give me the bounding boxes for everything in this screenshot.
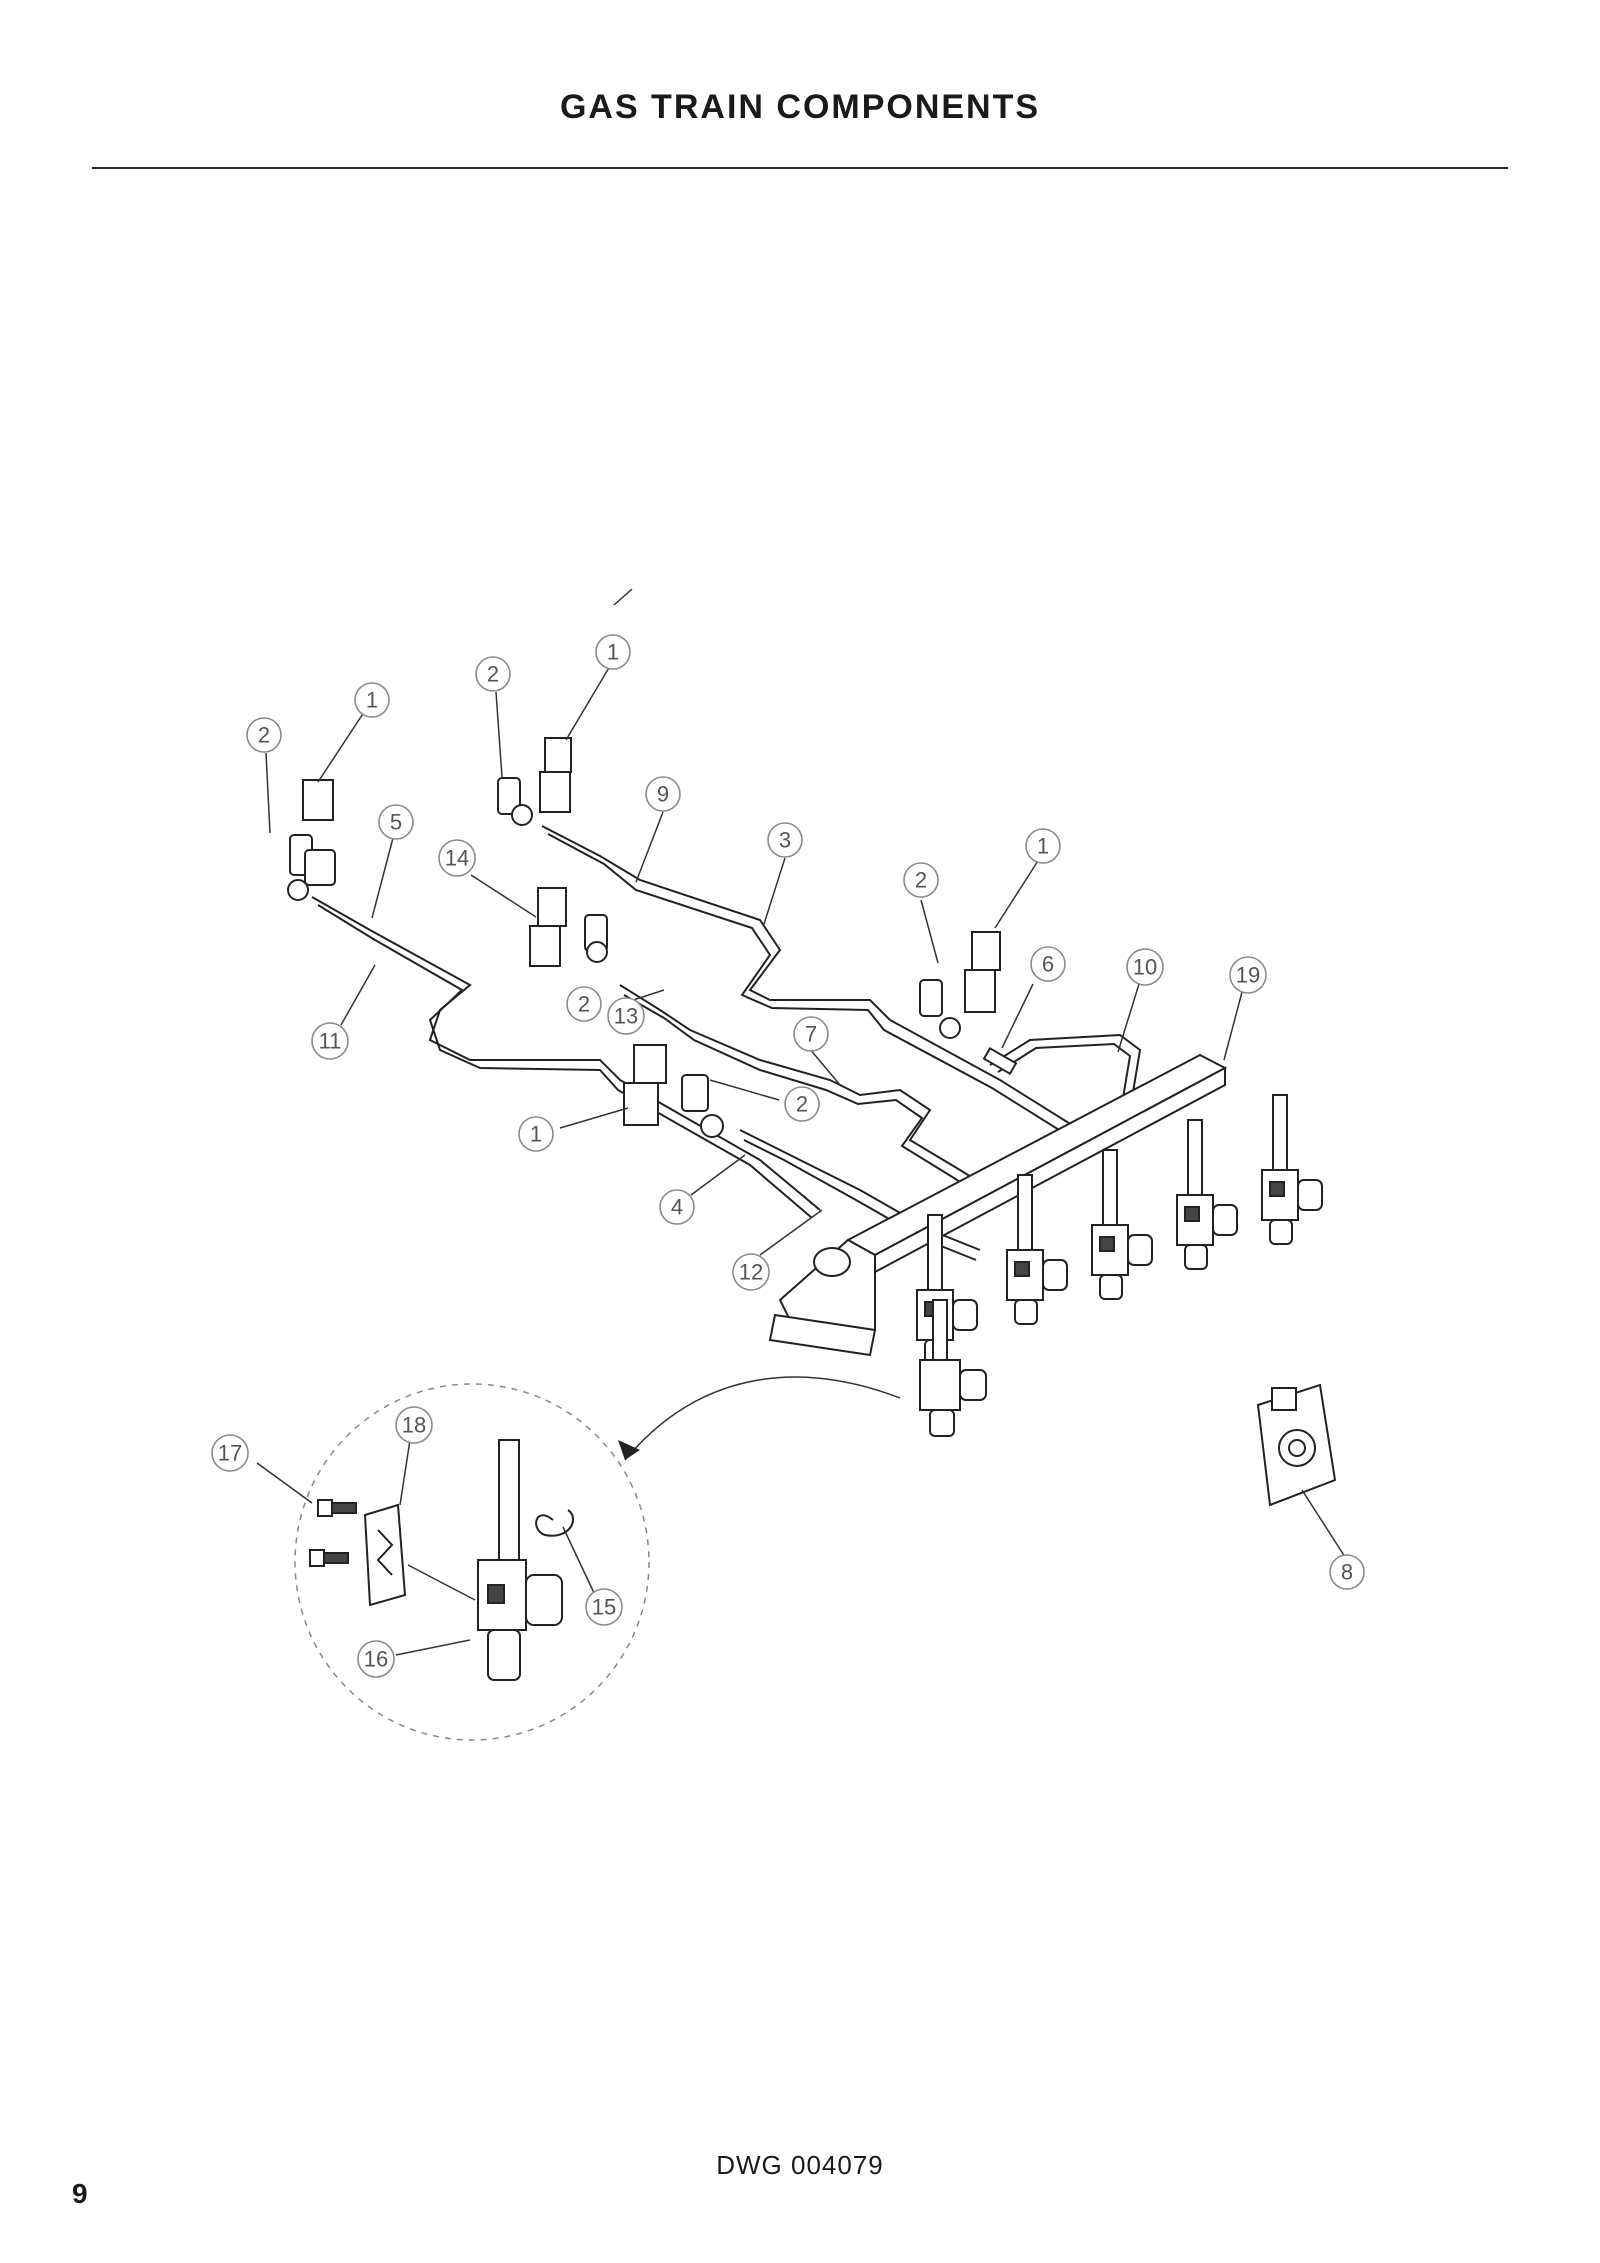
callouts: 1 1 1 1 2 2 2 2 2 3 4 5 6 7 8 9 10 11 12… xyxy=(211,634,1365,1678)
svg-text:10: 10 xyxy=(1133,955,1157,980)
svg-text:1: 1 xyxy=(366,688,378,713)
svg-text:2: 2 xyxy=(487,662,499,687)
callout-18: 18 xyxy=(395,1406,433,1444)
callout-11: 11 xyxy=(311,1022,349,1060)
drawing-number: DWG 004079 xyxy=(716,2150,884,2180)
svg-text:13: 13 xyxy=(614,1004,638,1029)
callout-1: 1 xyxy=(518,1116,554,1152)
callout-2: 2 xyxy=(475,656,511,692)
title-divider xyxy=(92,167,1508,169)
page-number: 9 xyxy=(72,2178,88,2209)
callout-1: 1 xyxy=(1025,828,1061,864)
callout-7: 7 xyxy=(793,1016,829,1052)
svg-text:17: 17 xyxy=(218,1441,242,1466)
svg-text:2: 2 xyxy=(915,868,927,893)
callout-17: 17 xyxy=(211,1434,249,1472)
callout-15: 15 xyxy=(585,1588,623,1626)
svg-text:2: 2 xyxy=(578,992,590,1017)
callout-9: 9 xyxy=(645,776,681,812)
svg-text:11: 11 xyxy=(319,1029,342,1054)
fittings xyxy=(287,737,1018,1138)
callout-13: 13 xyxy=(607,997,645,1035)
svg-text:6: 6 xyxy=(1042,952,1054,977)
callout-4: 4 xyxy=(659,1189,695,1225)
callout-2: 2 xyxy=(566,986,602,1022)
burner-valves xyxy=(916,1094,1323,1437)
svg-text:1: 1 xyxy=(607,640,619,665)
svg-text:7: 7 xyxy=(805,1022,817,1047)
callout-19: 19 xyxy=(1229,956,1267,994)
callout-10: 10 xyxy=(1126,948,1164,986)
callout-5: 5 xyxy=(378,804,414,840)
callout-14: 14 xyxy=(438,839,476,877)
svg-text:1: 1 xyxy=(530,1122,542,1147)
svg-text:2: 2 xyxy=(258,723,270,748)
callout-12: 12 xyxy=(732,1253,770,1291)
regulator-plate xyxy=(1256,1383,1337,1507)
callout-3: 3 xyxy=(767,822,803,858)
svg-text:4: 4 xyxy=(671,1195,683,1220)
svg-text:8: 8 xyxy=(1341,1560,1353,1585)
svg-text:14: 14 xyxy=(445,846,469,871)
manifold xyxy=(768,1053,1228,1357)
svg-text:19: 19 xyxy=(1236,963,1260,988)
svg-text:9: 9 xyxy=(657,782,669,807)
callout-2: 2 xyxy=(903,862,939,898)
svg-text:18: 18 xyxy=(402,1413,426,1438)
svg-text:1: 1 xyxy=(1037,834,1049,859)
callout-8: 8 xyxy=(1329,1554,1365,1590)
callout-16: 16 xyxy=(357,1640,395,1678)
svg-text:3: 3 xyxy=(779,828,791,853)
svg-text:15: 15 xyxy=(592,1595,616,1620)
svg-text:5: 5 xyxy=(390,810,402,835)
detail-view xyxy=(294,1376,901,1741)
callout-2: 2 xyxy=(246,717,282,753)
svg-text:2: 2 xyxy=(796,1092,808,1117)
leader-lines xyxy=(256,588,1348,1656)
callout-1: 1 xyxy=(354,682,390,718)
callout-6: 6 xyxy=(1030,946,1066,982)
callout-1: 1 xyxy=(595,634,631,670)
callout-2: 2 xyxy=(784,1086,820,1122)
svg-text:12: 12 xyxy=(739,1260,763,1285)
page-title: GAS TRAIN COMPONENTS xyxy=(559,88,1041,126)
svg-text:16: 16 xyxy=(364,1647,388,1672)
